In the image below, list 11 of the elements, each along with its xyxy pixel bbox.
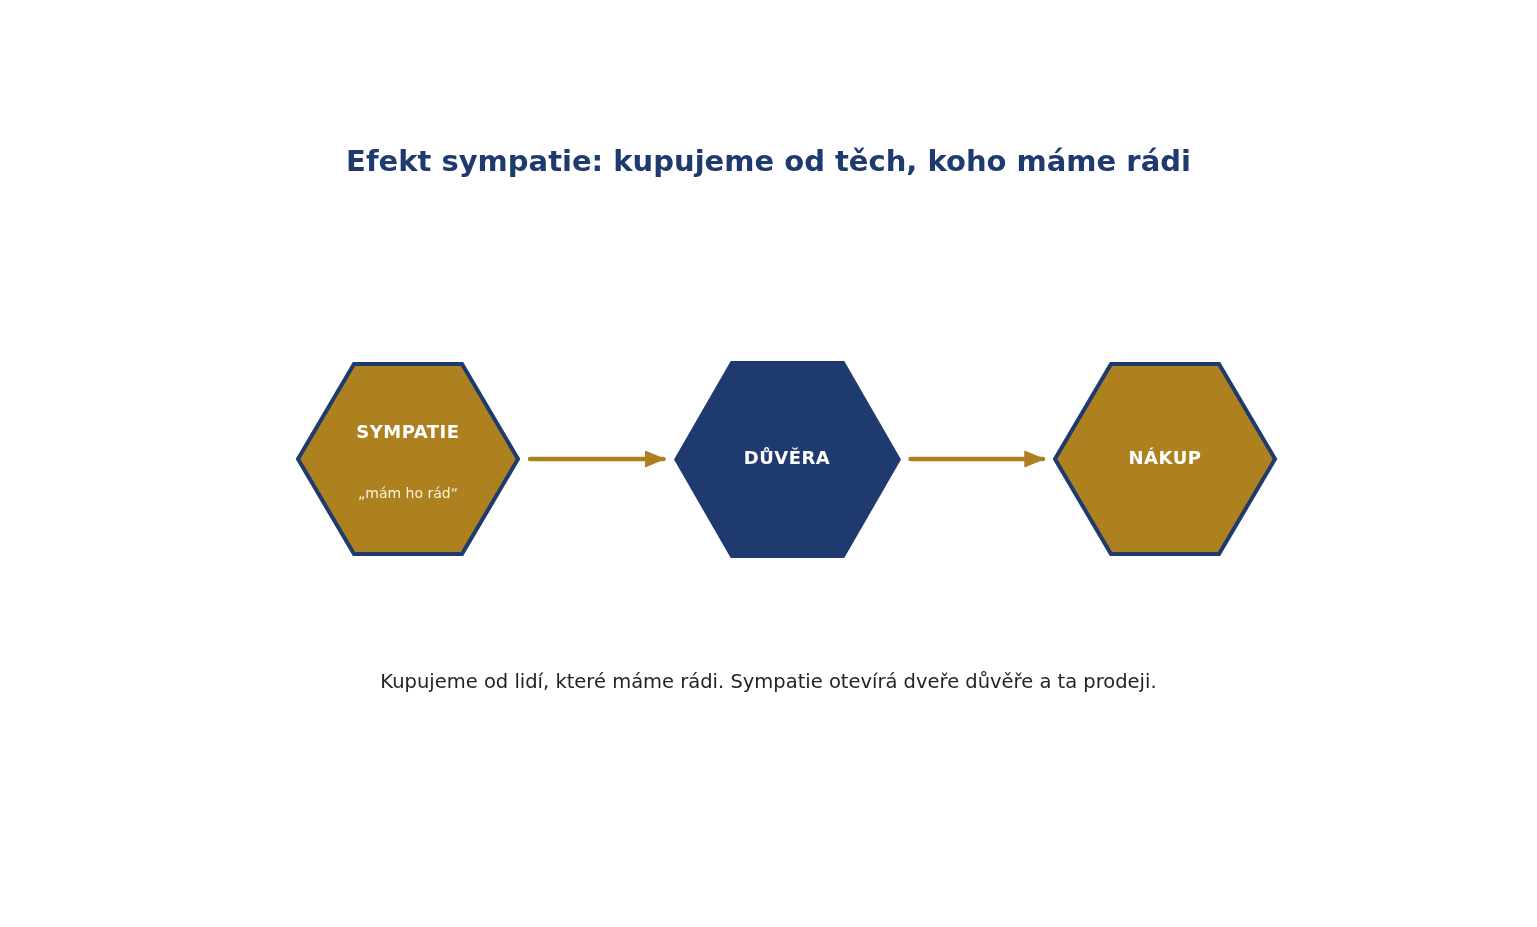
node-title: NÁKUP	[1128, 447, 1202, 468]
node-subtitle: „mám ho rád“	[358, 485, 458, 501]
node-title: DŮVĚRA	[743, 447, 831, 468]
hexagon-node	[673, 360, 901, 558]
arrow	[908, 450, 1046, 468]
diagram-title: Efekt sympatie: kupujeme od těch, koho máme rádi	[346, 144, 1191, 178]
hexagon-node	[1053, 362, 1277, 556]
caption-text: Kupujeme od lidí, které máme rádi. Sympatie otevírá dveře důvěře a ta prodeji.	[380, 670, 1157, 693]
hexagon-node	[296, 362, 520, 556]
node-title: SYMPATIE	[356, 421, 460, 442]
arrow	[527, 450, 666, 468]
